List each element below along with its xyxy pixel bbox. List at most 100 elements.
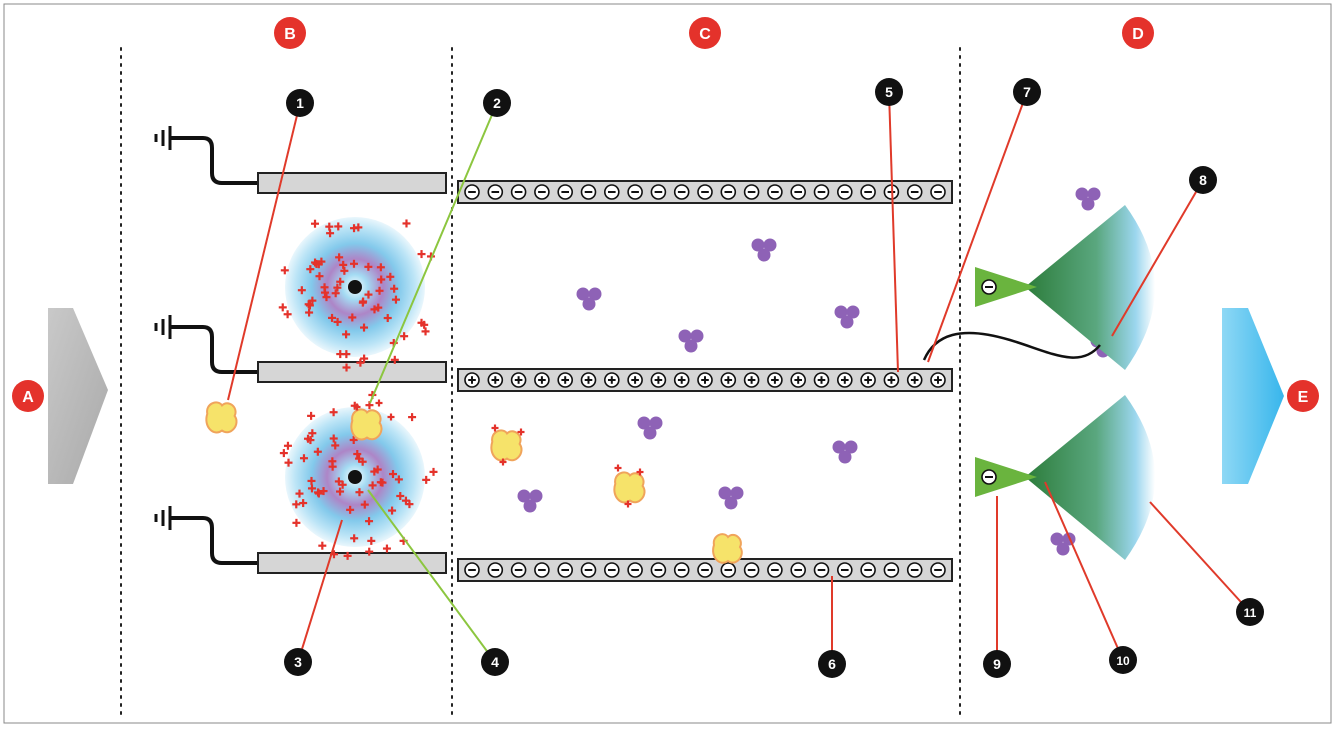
leader-lines (227, 91, 1251, 664)
negative-charge-icon (930, 562, 946, 578)
positive-ion-icon (368, 481, 377, 490)
positive-ion-icon (429, 467, 438, 476)
section-badge-a: A (12, 380, 44, 412)
positive-ion-icon (350, 534, 359, 543)
positive-ion-icon (405, 500, 414, 509)
positive-ion-icon (336, 487, 345, 496)
ion-spray-cone (1025, 395, 1155, 560)
leader-line (369, 102, 498, 404)
positive-ion-icon (370, 305, 379, 314)
section-badge-label: A (22, 389, 34, 406)
emitter-nozzle (975, 457, 1037, 497)
positive-ion-icon (295, 489, 304, 498)
positive-charge-icon (860, 372, 876, 388)
positive-charge-icon (510, 372, 527, 388)
callout-badge-label: 11 (1244, 606, 1257, 620)
ground-wire-lead (170, 325, 260, 374)
positive-ion-icon (308, 429, 317, 438)
positive-ion-icon (377, 275, 386, 284)
positive-ion-icon (292, 518, 301, 527)
positive-ion-icon (390, 355, 399, 364)
negative-charge-icon (673, 184, 690, 200)
negative-charge-icon (767, 184, 783, 200)
negative-charge-icon (650, 184, 667, 200)
callout-badge-10: 10 (1109, 646, 1137, 674)
positive-ion-icon (315, 272, 324, 281)
dust-particle (205, 401, 238, 434)
positive-charge-icon (627, 372, 643, 388)
section-badge-e: E (1287, 380, 1319, 412)
ground-plate (257, 172, 447, 194)
negative-charge-icon (813, 562, 830, 578)
positive-charge-icon (697, 372, 713, 388)
positive-ion-icon (320, 288, 329, 297)
positive-charge-icon (813, 372, 830, 388)
gas-molecule-icon (637, 416, 663, 440)
positive-ion-icon (278, 303, 287, 312)
negative-charge-icon (627, 184, 643, 200)
positive-ion-icon (614, 464, 622, 472)
negative-charge-icon (580, 562, 597, 578)
negative-charge-icon (790, 184, 807, 200)
positive-ion-icon (421, 327, 430, 336)
callout-badge-label: 8 (1199, 172, 1207, 188)
positive-ion-icon (349, 435, 358, 444)
negative-charge-icon (720, 184, 737, 200)
positive-ion-icon (334, 222, 343, 231)
positive-ion-icon (387, 413, 395, 421)
leader-line (367, 489, 496, 663)
gas-molecule-icon (678, 329, 704, 353)
gas-molecule-icon (517, 489, 543, 513)
negative-charge-icon (534, 184, 550, 200)
positive-ion-icon (322, 293, 331, 302)
callout-badge-7: 7 (1013, 78, 1041, 106)
callout-badge-6: 6 (818, 650, 846, 678)
negative-charge-icon (883, 562, 900, 578)
positive-ion-icon (340, 266, 349, 275)
negative-charge-icon (981, 279, 997, 295)
positive-ion-icon (335, 253, 344, 262)
negative-emitter (975, 395, 1155, 560)
callout-badge-label: 3 (294, 654, 302, 670)
positive-ion-icon (311, 219, 320, 228)
callout-badge-label: 4 (491, 654, 499, 670)
callout-badge-label: 6 (828, 656, 836, 672)
positive-ion-icon (360, 354, 369, 363)
positive-ion-icon (331, 441, 340, 450)
leader-line (888, 91, 899, 373)
section-dividers (120, 47, 961, 717)
callout-badge-label: 7 (1023, 84, 1031, 100)
ion-cloud (278, 217, 435, 372)
callout-badge-4: 4 (481, 648, 509, 676)
section-badge-d: D (1122, 17, 1154, 49)
section-badge-label: B (284, 26, 296, 43)
positive-ion-icon (388, 470, 397, 479)
positive-ion-icon (305, 301, 314, 310)
positive-ion-icon (328, 313, 337, 322)
positive-ion-icon (353, 450, 362, 459)
positive-ion-icon (346, 505, 355, 514)
positive-ion-icon (422, 475, 431, 484)
positive-ion-icon (342, 350, 351, 359)
positive-ion-icon (333, 283, 342, 292)
positive-ion-icon (318, 541, 327, 550)
positive-ion-icon (388, 506, 397, 515)
negative-charge-icon (813, 184, 830, 200)
negative-charge-icon (860, 562, 876, 578)
callout-badge-label: 5 (885, 84, 893, 100)
positive-ion-icon (636, 468, 644, 476)
positive-ion-icon (376, 263, 385, 272)
ionizer-wire-dot (348, 470, 362, 484)
ground-symbol-icon (154, 126, 172, 150)
callout-badge-label: 10 (1116, 654, 1130, 668)
positive-ion-icon (343, 551, 352, 560)
positive-ion-icon (390, 284, 399, 293)
negative-charge-icon (836, 562, 853, 578)
positive-ion-icon (333, 317, 342, 326)
ground-wire-lead (170, 136, 260, 185)
positive-ion-icon (307, 411, 316, 420)
positive-ion-icon (319, 487, 328, 496)
positive-charge-icon (836, 372, 853, 388)
callout-badge-label: 2 (493, 95, 501, 111)
positive-ion-icon (336, 277, 345, 286)
